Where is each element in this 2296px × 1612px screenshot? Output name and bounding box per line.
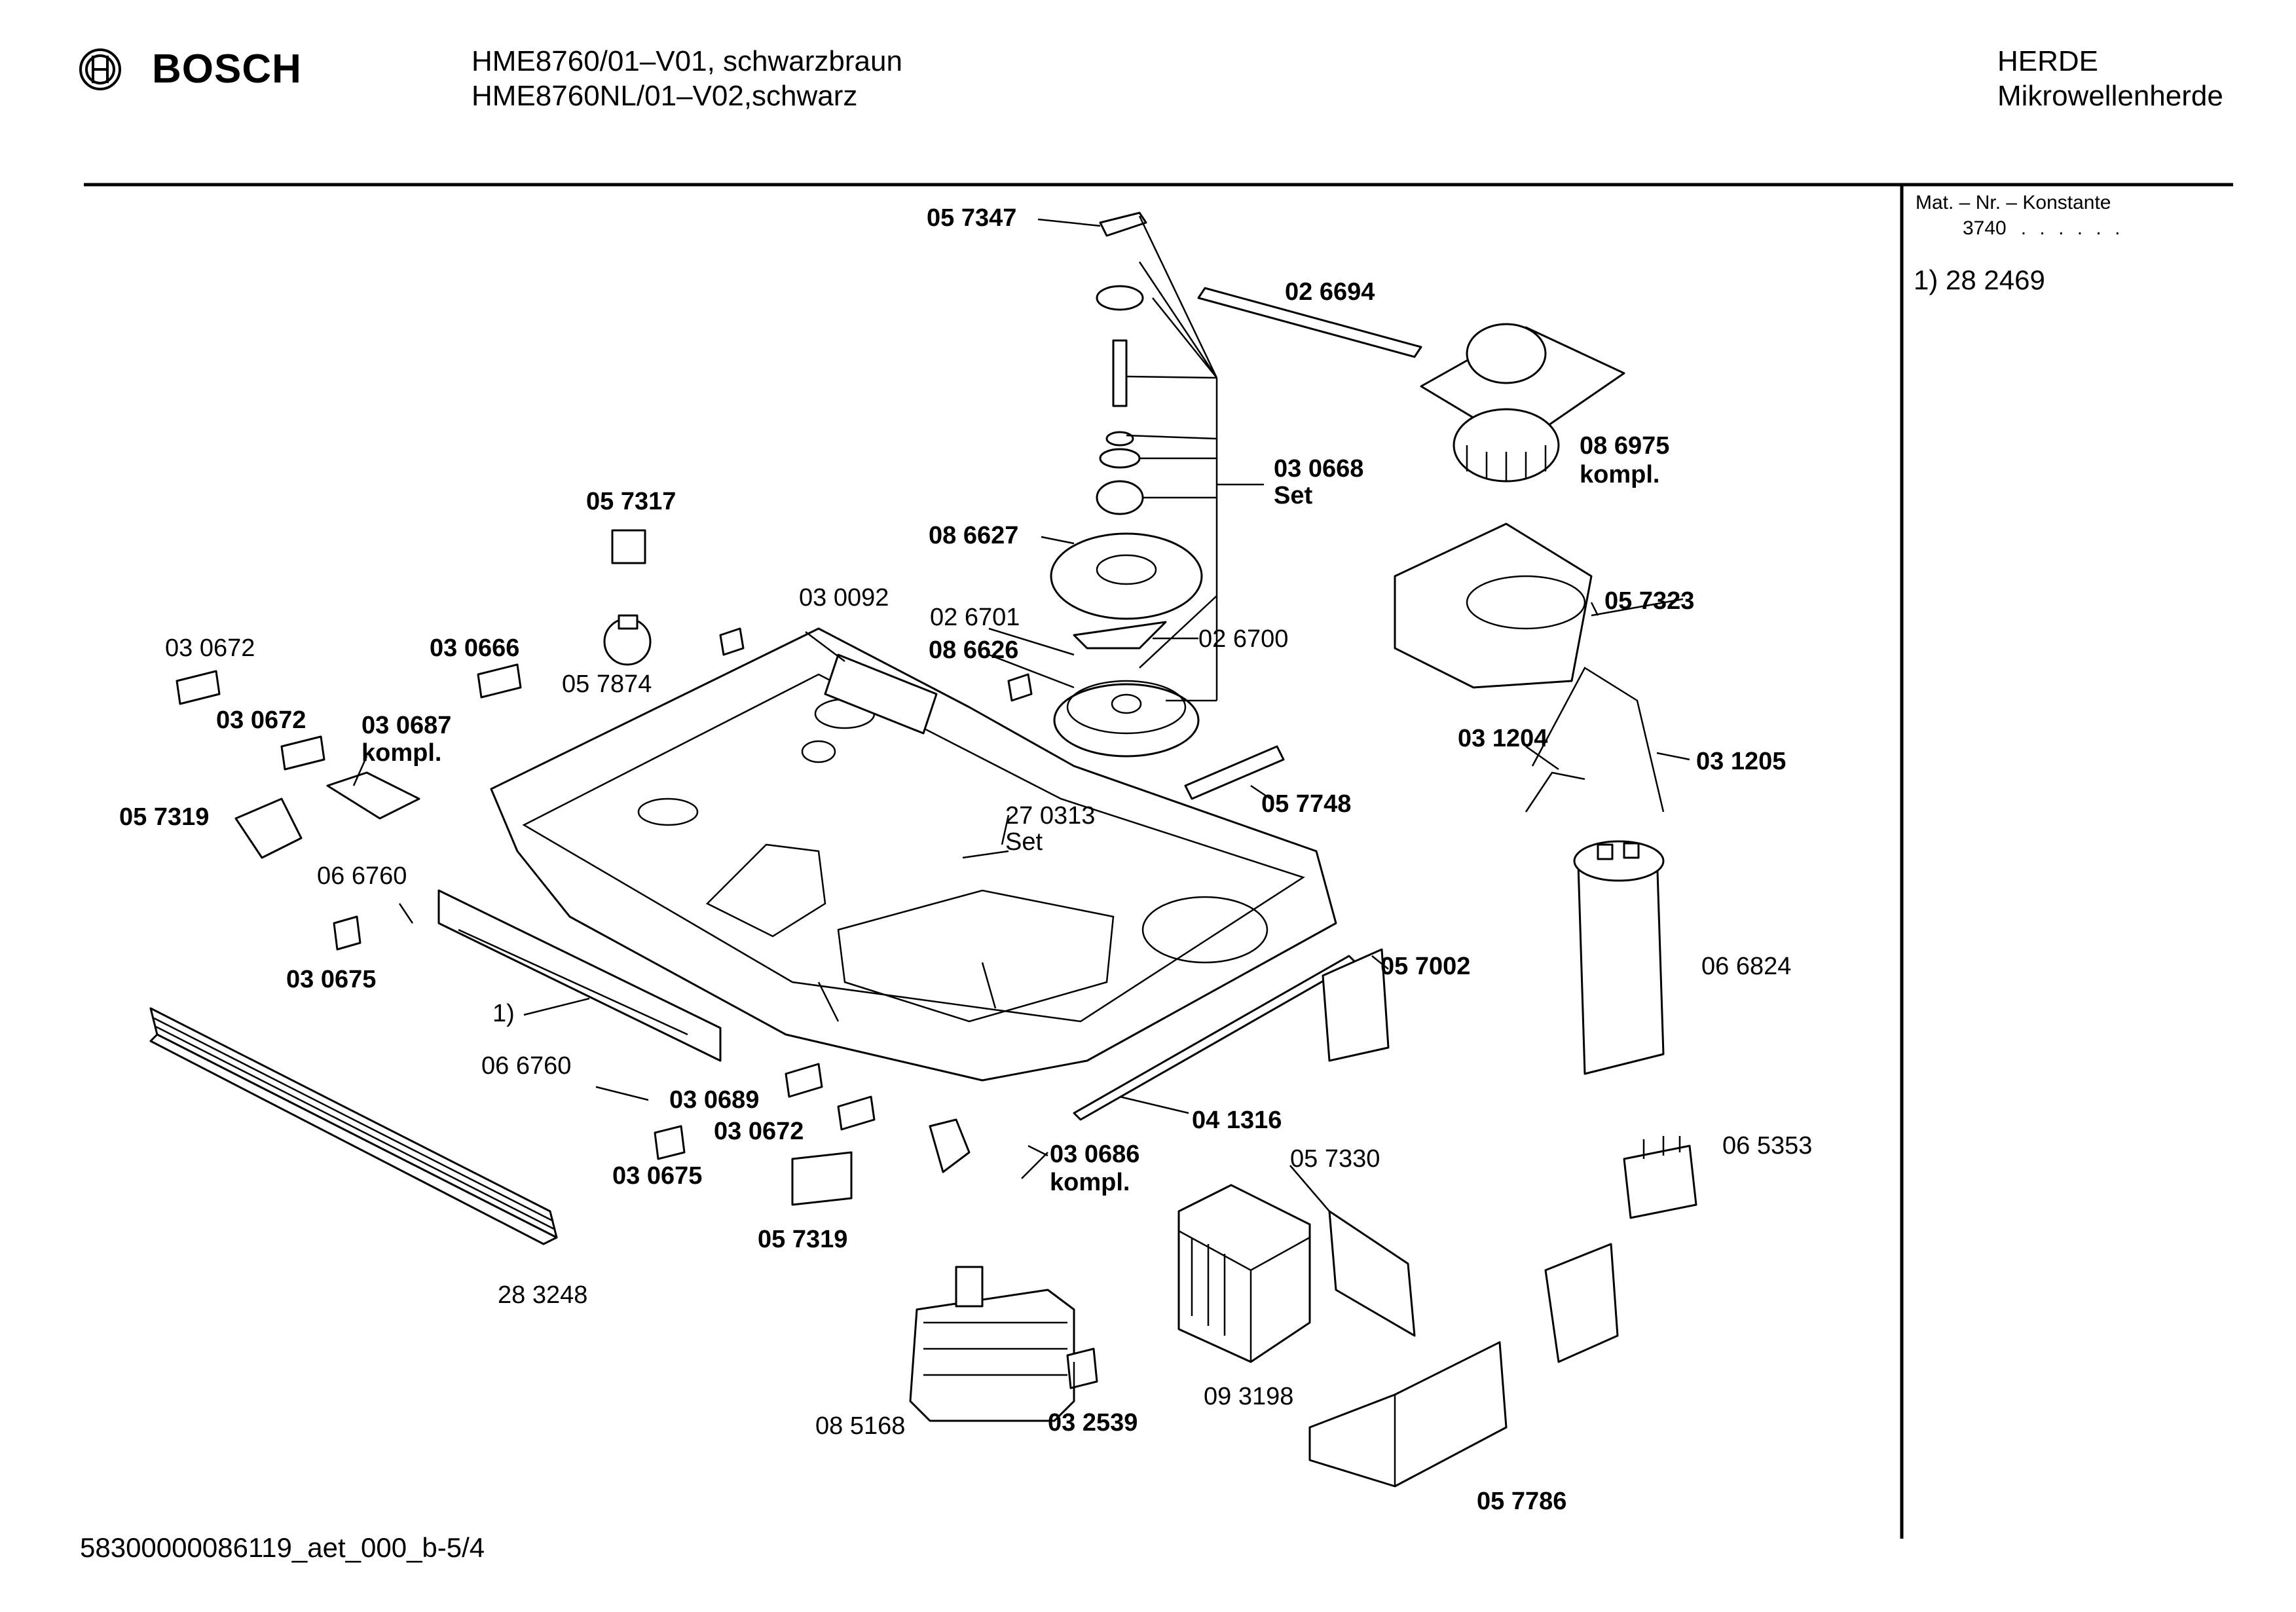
- label-030686: 03 0686: [1050, 1141, 1139, 1168]
- label-footnote-1: 1): [492, 1000, 515, 1027]
- label-093198: 09 3198: [1204, 1383, 1293, 1410]
- microswitch-b: [280, 735, 325, 771]
- label-026700: 02 6700: [1198, 625, 1288, 653]
- capacitor: [1573, 840, 1665, 1075]
- label-086627: 08 6627: [929, 522, 1018, 549]
- model-line-1: HME8760/01–V01, schwarzbraun: [472, 45, 902, 77]
- label-283248: 28 3248: [498, 1281, 587, 1309]
- label-030092: 03 0092: [799, 584, 889, 612]
- fuse-holder: [1066, 1347, 1098, 1389]
- label-066824: 06 6824: [1701, 953, 1791, 980]
- label-030687: 03 0687: [361, 712, 451, 739]
- model-info: HME8760/01–V01, schwarzbraun HME8760NL/0…: [472, 45, 902, 114]
- brand-name: BOSCH: [152, 46, 302, 92]
- label-030666: 03 0666: [430, 634, 519, 662]
- label-032539: 03 2539: [1048, 1409, 1138, 1437]
- air-guide: [1394, 522, 1593, 689]
- label-086975-kompl: kompl.: [1580, 461, 1659, 488]
- label-057330: 05 7330: [1290, 1145, 1380, 1173]
- label-057317: 05 7317: [586, 488, 676, 515]
- material-dots: . . . . . .: [2020, 217, 2124, 239]
- model-line-2: HME8760NL/01–V02,schwarz: [472, 79, 858, 112]
- bosch-armature-icon: [79, 48, 121, 90]
- label-057786: 05 7786: [1477, 1488, 1566, 1515]
- document-reference: 58300000086119_aet_000_b-5/4: [80, 1532, 485, 1563]
- turntable-drive: [1050, 211, 1203, 758]
- label-026701: 02 6701: [930, 604, 1020, 631]
- label-065353: 06 5353: [1722, 1132, 1812, 1160]
- holder-030666: [477, 663, 522, 699]
- label-057319-b: 05 7319: [758, 1226, 847, 1253]
- label-031204: 03 1204: [1458, 725, 1547, 752]
- material-number-header: Mat. – Nr. – Konstante 3740 . . . . . .: [1916, 190, 2124, 241]
- label-030687-kompl: kompl.: [361, 739, 441, 767]
- label-086975: 08 6975: [1580, 432, 1669, 460]
- footnote-1: 1) 28 2469: [1914, 265, 2045, 295]
- switch-holder-b: [791, 1151, 853, 1206]
- clip-d: [1007, 673, 1033, 702]
- label-066760-a: 06 6760: [317, 862, 407, 890]
- label-030668: 03 0668: [1274, 455, 1363, 483]
- hinge-bracket: [1322, 948, 1390, 1062]
- transformer: [1177, 1184, 1311, 1363]
- label-030689: 03 0689: [669, 1086, 759, 1114]
- insulation-sheet: [1328, 1210, 1416, 1337]
- label-270313-set: Set: [1005, 828, 1043, 856]
- wire-harness-b: [1525, 771, 1585, 813]
- rod-057748: [1184, 745, 1285, 800]
- chassis-tray: [490, 627, 1337, 1082]
- clip-c: [719, 627, 745, 656]
- label-030672-b: 03 0672: [216, 706, 306, 734]
- category-line-2: Mikrowellenherde: [1997, 79, 2223, 112]
- leader-lines: [352, 215, 1690, 1388]
- label-270313: 27 0313: [1005, 802, 1095, 830]
- label-030668-set: Set: [1274, 482, 1312, 509]
- label-085168: 08 5168: [815, 1412, 905, 1440]
- label-041316: 04 1316: [1192, 1107, 1282, 1134]
- wire-harness: [1531, 667, 1665, 813]
- label-030672-c: 03 0672: [714, 1118, 804, 1145]
- door-rail: [149, 1007, 558, 1245]
- label-031205: 03 1205: [1696, 748, 1786, 775]
- label-030672-a: 03 0672: [165, 634, 255, 662]
- clip-b: [654, 1125, 686, 1160]
- spring-set-a: [326, 771, 420, 820]
- category-info: HERDE Mikrowellenherde: [1997, 45, 2223, 114]
- shield-bracket: [1308, 1341, 1508, 1488]
- bracket-030092: [824, 653, 938, 735]
- fan-motor: [1420, 323, 1625, 483]
- drive-belt: [1197, 287, 1422, 358]
- material-number-title: Mat. – Nr. – Konstante: [1916, 192, 2111, 213]
- label-030675-a: 03 0675: [286, 966, 376, 993]
- label-086626: 08 6626: [929, 636, 1018, 664]
- label-057002: 05 7002: [1380, 953, 1470, 980]
- brand-logo: BOSCH: [77, 46, 302, 92]
- oven-lamp: [603, 529, 652, 666]
- relay: [1623, 1136, 1697, 1219]
- label-057874: 05 7874: [562, 670, 652, 698]
- microswitch-a: [176, 670, 221, 705]
- category-line-1: HERDE: [1997, 45, 2099, 77]
- label-057347: 05 7347: [927, 204, 1016, 232]
- microswitch-c: [785, 1063, 823, 1098]
- microswitch-d: [837, 1095, 876, 1131]
- label-066760-b: 06 6760: [481, 1052, 571, 1080]
- label-057748: 05 7748: [1261, 790, 1351, 818]
- label-057323: 05 7323: [1604, 587, 1694, 615]
- label-030675-b: 03 0675: [612, 1162, 702, 1190]
- spring-set-b: [929, 1118, 971, 1173]
- clip-a: [333, 915, 361, 951]
- switch-holder-a: [234, 797, 303, 859]
- label-030686-kompl: kompl.: [1050, 1169, 1130, 1196]
- material-code: 3740: [1963, 217, 2007, 239]
- label-057319-a: 05 7319: [119, 803, 209, 831]
- mounting-bracket: [1544, 1243, 1619, 1363]
- label-026694: 02 6694: [1285, 278, 1375, 306]
- magnetron: [909, 1266, 1075, 1422]
